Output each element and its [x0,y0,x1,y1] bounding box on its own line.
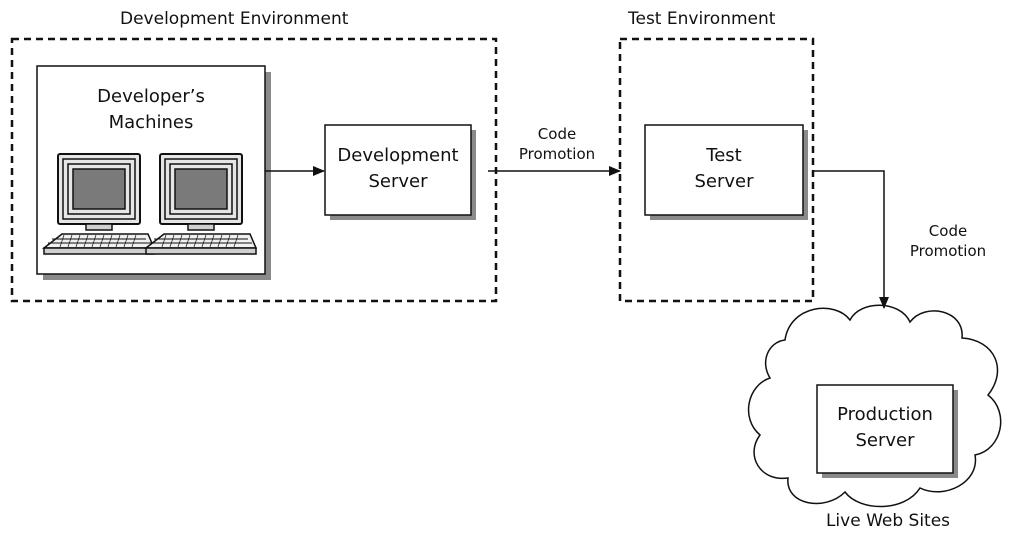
development-server-line2: Server [368,171,428,192]
code-promotion-label-1: Code Promotion [498,124,616,164]
production-server-label: Production Server [817,402,953,454]
developer-machines-line1: Developer’s [97,86,205,107]
developer-machines-line2: Machines [108,112,194,133]
code-promotion-2-line2: Promotion [909,242,987,260]
test-environment-title: Test Environment [628,9,776,29]
production-server-line1: Production [837,404,933,425]
test-server-label: Test Server [645,143,803,195]
development-server-label: Development Server [325,143,471,195]
code-promotion-1-line2: Promotion [518,145,596,163]
test-environment-boundary [618,37,815,303]
development-server-box [324,124,472,216]
test-server-line1: Test [706,145,742,166]
production-server-box [816,384,954,474]
development-environment-boundary [10,37,498,303]
development-environment-title: Development Environment [120,9,349,29]
production-server-line2: Server [855,430,915,451]
live-web-sites-caption: Live Web Sites [825,511,951,531]
computer-icon [145,153,257,255]
test-server-box [644,124,804,216]
developer-machines-label: Developer’s Machines [37,84,265,136]
code-promotion-label-2: Code Promotion [888,221,1008,261]
computer-icon [43,153,155,255]
test-server-line2: Server [694,171,754,192]
code-promotion-1-line1: Code [537,125,577,143]
arrow-icon [813,170,889,309]
development-server-line1: Development [337,145,459,166]
code-promotion-2-line1: Code [928,222,968,240]
